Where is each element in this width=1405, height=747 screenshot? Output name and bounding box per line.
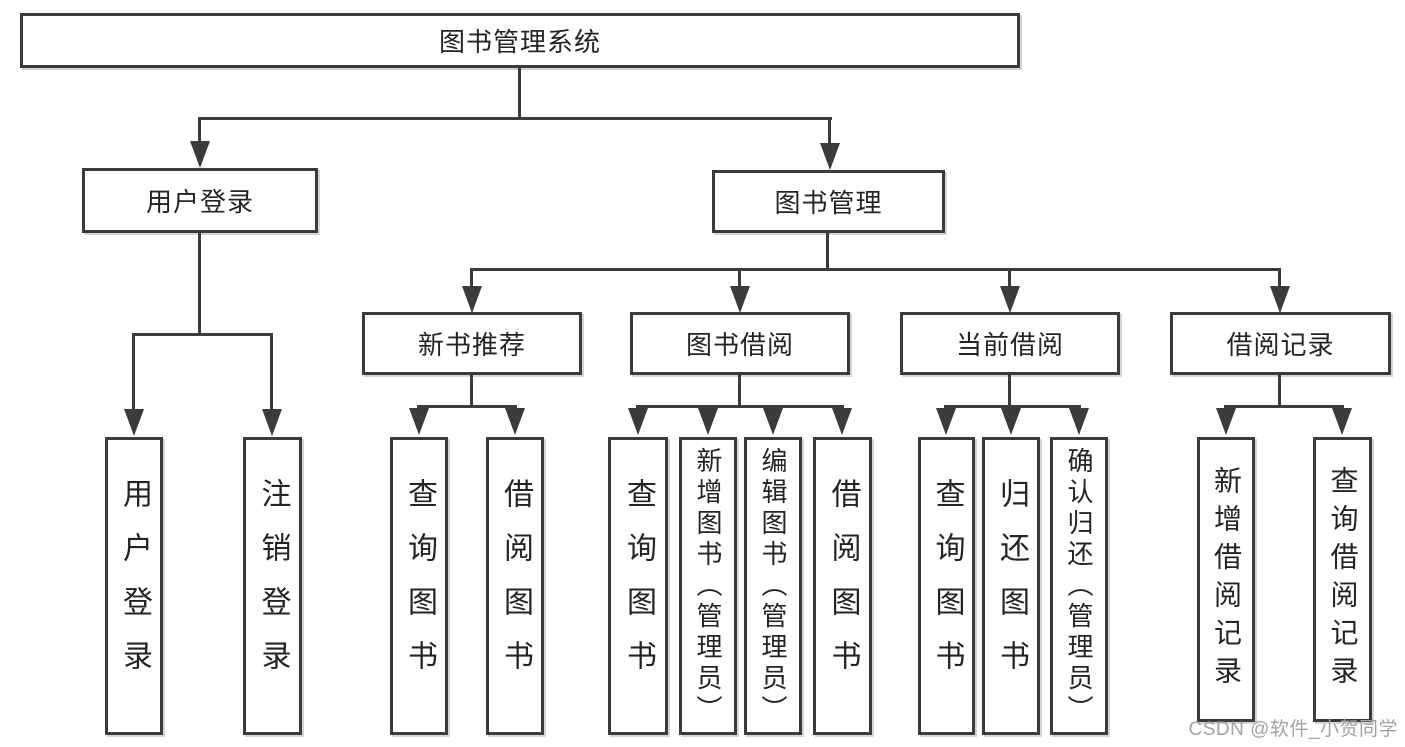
edge-new-books-bar: [417, 405, 517, 408]
leaf-label: 归还图书: [995, 478, 1028, 694]
node-label: 图书管理系统: [438, 27, 601, 57]
leaf-label: 查询图书: [403, 478, 436, 694]
leaf-query-borrow-record: 查询借阅记录: [1313, 437, 1372, 722]
arrowhead-add-book: [698, 408, 718, 435]
leaf-return-books: 归还图书: [982, 437, 1040, 735]
arrowhead-borrowing: [730, 286, 750, 313]
leaf-label: 借阅图书: [826, 478, 860, 694]
edge-book-mgmt-trunk: [826, 233, 829, 270]
edge-stem-borrowing: [738, 268, 741, 287]
leaf-label: 用户登录: [118, 478, 151, 694]
edge-level1-bar: [198, 117, 832, 120]
edge-new-books-trunk: [470, 375, 473, 408]
edge-user-login-trunk: [198, 233, 201, 335]
node-current-borrowing: 当前借阅: [900, 312, 1120, 375]
node-library-management-system: 图书管理系统: [20, 13, 1020, 68]
leaf-query-books-1: 查询图书: [390, 437, 448, 735]
node-label: 用户登录: [145, 187, 254, 217]
edge-current-bar: [944, 405, 1081, 408]
edge-stem-user-login: [198, 117, 201, 143]
arrowhead-new-books: [462, 286, 482, 313]
leaf-user-login: 用户登录: [105, 437, 163, 735]
leaf-add-borrow-record: 新增借阅记录: [1197, 437, 1255, 722]
edge-stem-leaf-logout: [270, 333, 273, 411]
arrowhead-return-books: [1001, 408, 1021, 435]
edge-stem-records: [1278, 268, 1281, 287]
leaf-borrow-books-2: 借阅图书: [813, 437, 872, 735]
leaf-logout: 注销登录: [243, 437, 302, 735]
leaf-label: 新增图书（管理员）: [693, 446, 723, 726]
leaf-label: 确认归还（管理员）: [1064, 446, 1094, 726]
edge-stem-current: [1008, 268, 1011, 287]
arrowhead-user-login: [190, 141, 210, 168]
node-label: 借阅记录: [1226, 330, 1335, 360]
arrowhead-edit-book: [763, 408, 783, 435]
edge-root-trunk: [518, 68, 521, 118]
leaf-edit-book-admin: 编辑图书（管理员）: [744, 437, 802, 735]
arrowhead-book-mgmt: [820, 143, 840, 170]
edge-level3-bar: [470, 268, 1281, 271]
arrowhead-current: [1000, 286, 1020, 313]
leaf-label: 新增借阅记录: [1211, 465, 1242, 694]
node-label: 新书推荐: [417, 330, 526, 360]
leaf-label: 查询借阅记录: [1327, 465, 1359, 694]
node-label: 图书借阅: [685, 330, 794, 360]
arrowhead-borrow-books-2: [832, 408, 852, 435]
node-borrowing-records: 借阅记录: [1170, 312, 1391, 375]
edge-stem-book-mgmt: [828, 117, 831, 143]
leaf-label: 编辑图书（管理员）: [758, 446, 788, 726]
edge-stem-leaf-login: [132, 333, 135, 411]
arrowhead-query-books-3: [936, 408, 956, 435]
edge-current-trunk: [1008, 375, 1011, 408]
node-user-login: 用户登录: [82, 168, 318, 233]
edge-user-login-bar: [132, 333, 273, 336]
arrowhead-leaf-login: [124, 409, 144, 436]
edge-stem-new-books: [470, 268, 473, 287]
leaf-query-books-3: 查询图书: [918, 437, 975, 735]
arrowhead-query-books-2: [628, 408, 648, 435]
arrowhead-confirm-return: [1069, 408, 1089, 435]
csdn-watermark: CSDN @软件_小贺同学: [1188, 719, 1398, 740]
leaf-confirm-return-admin: 确认归还（管理员）: [1050, 437, 1108, 735]
edge-borrowing-trunk: [738, 375, 741, 408]
leaf-query-books-2: 查询图书: [608, 437, 668, 735]
leaf-label: 查询图书: [622, 478, 655, 694]
leaf-label: 借阅图书: [499, 478, 532, 694]
leaf-label: 注销登录: [256, 478, 290, 694]
arrowhead-records: [1270, 286, 1290, 313]
arrowhead-query-books-1: [409, 408, 429, 435]
arrowhead-borrow-books-1: [505, 408, 525, 435]
arrowhead-query-record: [1332, 408, 1352, 435]
leaf-label: 查询图书: [930, 478, 964, 694]
node-label: 当前借阅: [955, 330, 1064, 360]
node-label: 图书管理: [774, 188, 883, 218]
edge-borrowing-bar: [636, 405, 844, 408]
leaf-borrow-books-1: 借阅图书: [486, 437, 544, 735]
leaf-add-book-admin: 新增图书（管理员）: [679, 437, 737, 735]
node-book-management: 图书管理: [712, 170, 945, 233]
edge-records-trunk: [1278, 375, 1281, 408]
node-new-book-recommendation: 新书推荐: [362, 312, 582, 375]
arrowhead-leaf-logout: [262, 409, 282, 436]
edge-records-bar: [1224, 405, 1344, 408]
arrowhead-add-record: [1216, 408, 1236, 435]
node-book-borrowing: 图书借阅: [630, 312, 850, 375]
